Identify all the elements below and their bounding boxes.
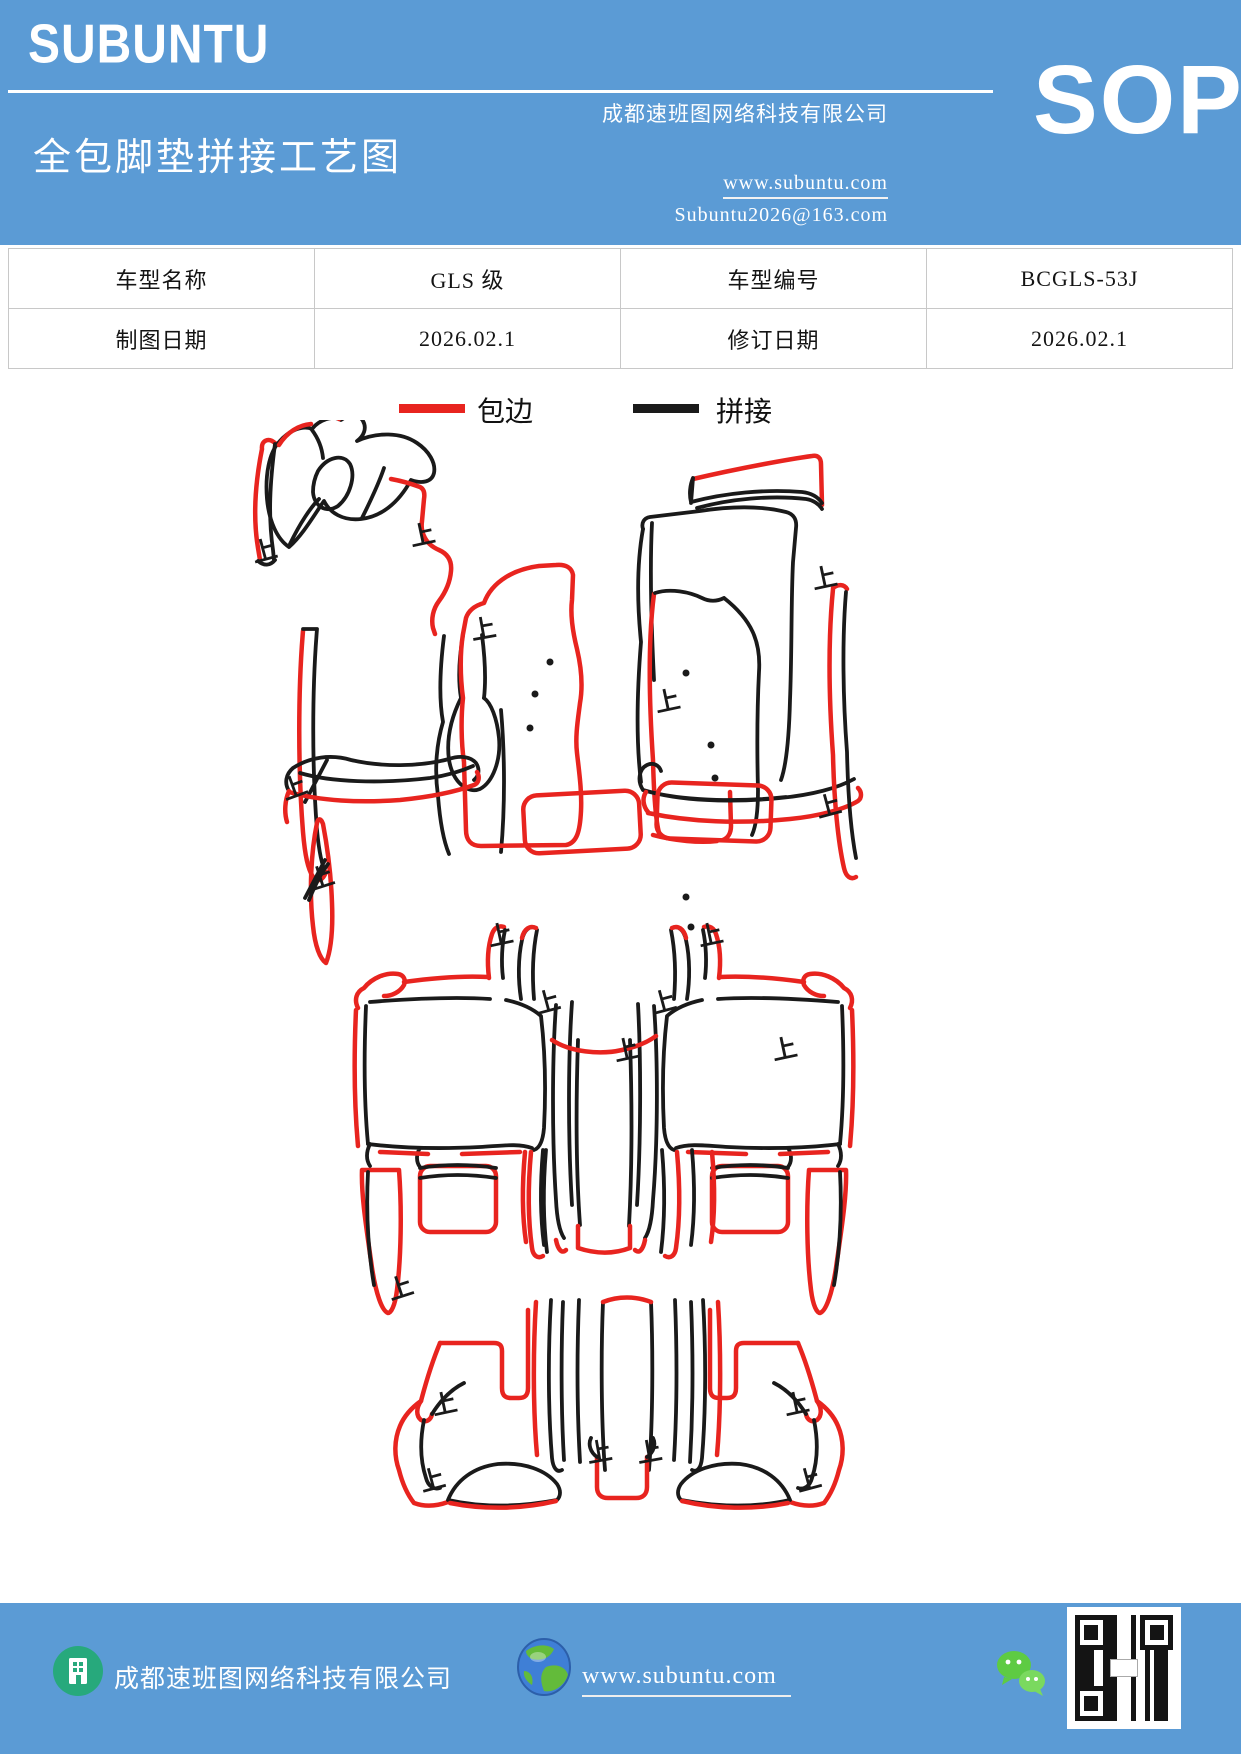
qr-modules <box>1075 1615 1173 1721</box>
email-text: Subuntu2026@163.com <box>674 204 888 226</box>
seam-dots <box>526 658 719 931</box>
page-title: 全包脚垫拼接工艺图 <box>33 137 403 179</box>
footer-company-name: 成都速班图网络科技有限公司 <box>114 1666 453 1693</box>
headrest-pad-right <box>654 780 774 844</box>
model-name-value: GLS 级 <box>314 248 621 309</box>
headrest-pad-left <box>521 788 643 856</box>
revise-date-label: 修订日期 <box>620 308 927 369</box>
company-name: 成都速班图网络科技有限公司 <box>602 102 888 126</box>
svg-text:上: 上 <box>793 1464 824 1498</box>
legend-swatch-splice <box>633 404 699 413</box>
header-divider <box>8 90 993 93</box>
header-band: SUBUNTU 全包脚垫拼接工艺图 成都速班图网络科技有限公司 www.subu… <box>0 0 1241 245</box>
website-link[interactable]: www.subuntu.com <box>723 172 888 199</box>
mat-pattern-diagram: 上 上 上 上 上 上 上 上 上 上 上 上 上 上 上 上 上 上 上 上 … <box>249 420 864 1550</box>
model-code-value: BCGLS-53J <box>926 248 1233 309</box>
footer-band: 成都速班图网络科技有限公司 www.subuntu.com <box>0 1603 1241 1754</box>
svg-text:上: 上 <box>652 685 682 718</box>
legend-label-splice: 拼接 <box>716 397 773 428</box>
footer-website-link[interactable]: www.subuntu.com <box>582 1663 791 1697</box>
vehicle-info-table: 车型名称 GLS 级 车型编号 BCGLS-53J 制图日期 2026.02.1… <box>8 248 1233 369</box>
table-row: 制图日期 2026.02.1 修订日期 2026.02.1 <box>8 308 1233 369</box>
building-icon <box>53 1646 103 1696</box>
model-name-label: 车型名称 <box>8 248 315 309</box>
qr-code <box>1067 1607 1181 1729</box>
legend-swatch-binding <box>399 404 465 413</box>
svg-text:上: 上 <box>695 919 725 952</box>
svg-text:上: 上 <box>769 1033 799 1066</box>
svg-text:上: 上 <box>809 562 839 595</box>
draw-date-label: 制图日期 <box>8 308 315 369</box>
brand-logo: SUBUNTU <box>28 13 270 75</box>
globe-icon <box>517 1638 571 1696</box>
revise-date-value: 2026.02.1 <box>926 308 1233 369</box>
header-contact-block: 成都速班图网络科技有限公司 www.subuntu.com Subuntu202… <box>428 98 888 227</box>
second-row-group <box>303 780 853 1316</box>
svg-text:上: 上 <box>469 614 498 646</box>
svg-text:上: 上 <box>384 1271 416 1305</box>
svg-text:上: 上 <box>249 535 280 569</box>
svg-text:上: 上 <box>417 1464 448 1498</box>
svg-text:上: 上 <box>485 919 515 952</box>
table-row: 车型名称 GLS 级 车型编号 BCGLS-53J <box>8 248 1233 309</box>
svg-text:上: 上 <box>407 519 437 552</box>
legend-label-binding: 包边 <box>477 397 534 428</box>
svg-text:上: 上 <box>635 1437 664 1469</box>
model-code-label: 车型编号 <box>620 248 927 309</box>
qr-center-logo <box>1110 1659 1138 1677</box>
wechat-icon <box>997 1651 1045 1696</box>
third-row-group <box>393 1148 842 1508</box>
second-row-right-mat <box>661 926 853 1313</box>
svg-text:上: 上 <box>813 790 844 824</box>
orientation-markers: 上 上 上 上 上 上 上 上 上 上 上 上 上 上 上 上 上 上 上 上 … <box>249 519 844 1497</box>
svg-text:上: 上 <box>429 1388 459 1421</box>
svg-text:上: 上 <box>611 1034 641 1067</box>
draw-date-value: 2026.02.1 <box>314 308 621 369</box>
svg-text:上: 上 <box>585 1437 614 1469</box>
front-left-mat-group <box>252 420 584 883</box>
svg-text:上: 上 <box>781 1388 811 1421</box>
sop-badge: SOP <box>1033 45 1241 154</box>
